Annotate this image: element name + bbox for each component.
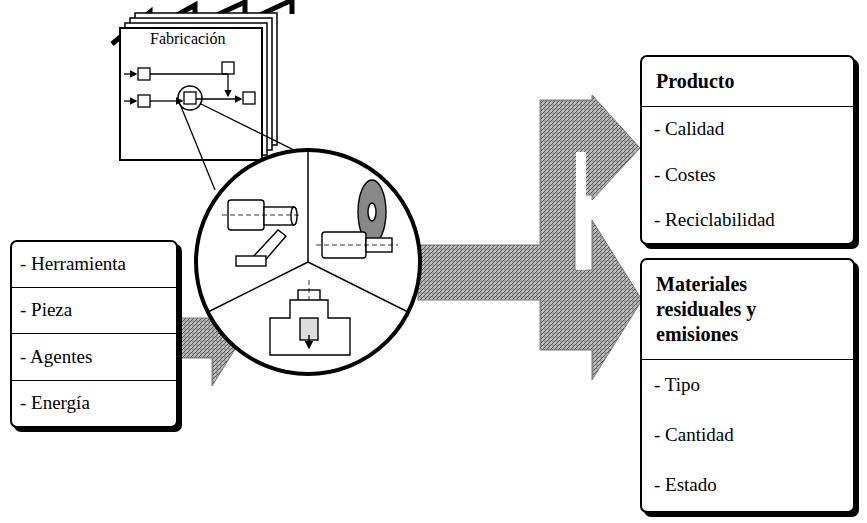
factory-panel <box>120 28 262 160</box>
factory-label-panel: Fabricación <box>120 28 262 48</box>
list-item: - Herramienta <box>12 242 176 287</box>
list-item: - Calidad <box>642 107 853 152</box>
grinding-icon <box>316 180 398 258</box>
list-item: - Agentes <box>12 333 176 379</box>
list-item: Fabricación <box>120 28 262 48</box>
box-heading: Producto <box>642 57 853 107</box>
output-arrow <box>418 95 642 380</box>
drilling-icon <box>270 280 350 355</box>
list-item: - Reciclabilidad <box>642 198 853 243</box>
list-item: - Pieza <box>12 287 176 333</box>
list-item: - Tipo <box>642 360 853 410</box>
process-circle <box>196 150 420 374</box>
box-heading: Materiales residuales y emisiones <box>642 260 853 360</box>
input-list-box: - Herramienta- Pieza- Agentes- Energía <box>10 240 178 428</box>
list-item: - Energía <box>12 380 176 426</box>
list-item: - Cantidad <box>642 410 853 460</box>
turning-icon <box>222 200 302 266</box>
list-item: - Estado <box>642 461 853 511</box>
product-box: Producto- Calidad- Costes- Reciclabilida… <box>640 55 855 245</box>
waste-box: Materiales residuales y emisiones- Tipo-… <box>640 258 855 513</box>
list-item: - Costes <box>642 152 853 197</box>
